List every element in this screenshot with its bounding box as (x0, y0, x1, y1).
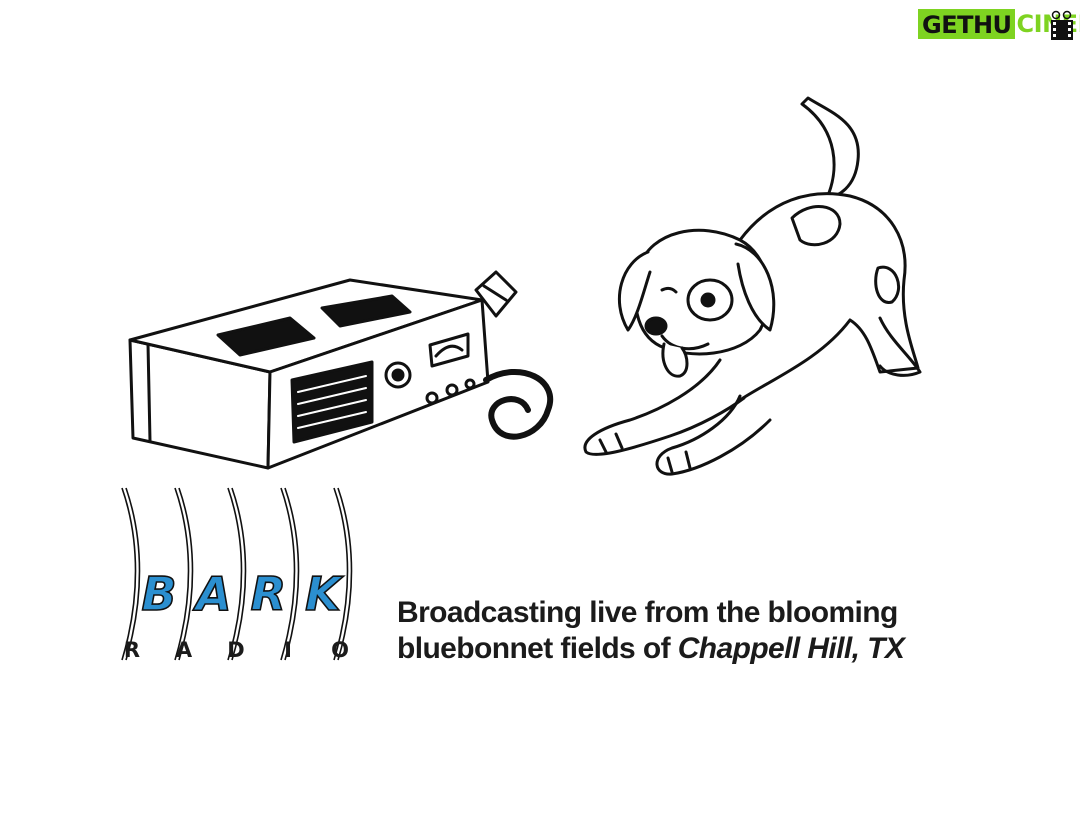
subtitle-letter: I (284, 638, 292, 662)
subtitle-letter: A (175, 638, 193, 662)
tagline-line-2: bluebonnet fields of Chappell Hill, TX (397, 631, 1037, 667)
gethu-cinema-watermark: GETHU CINEMA (918, 6, 1080, 42)
logo-letter-k: K (304, 567, 341, 621)
subtitle-letter: R (123, 638, 141, 662)
tagline-line-1: Broadcasting live from the blooming (397, 596, 898, 629)
vintage-radio-icon (128, 270, 554, 470)
logo-letter-r: R (250, 567, 287, 621)
playful-dog-icon (583, 96, 922, 476)
radio-waves-icon (121, 487, 353, 661)
speaker-grille (290, 360, 374, 444)
tagline-location: Chappell Hill, TX (677, 632, 905, 665)
logo-letter-a: A (195, 567, 232, 621)
logo-subtitle: R A D I O (118, 638, 354, 662)
tagline: Broadcasting live from the blooming blue… (397, 595, 1037, 667)
logo-letter-b: B (141, 567, 178, 621)
subtitle-letter: D (227, 638, 245, 662)
film-reel-icon (1051, 10, 1073, 40)
watermark-left-text: GETHU (918, 9, 1015, 39)
subtitle-letter: O (331, 638, 349, 662)
bark-logo: B A R K (136, 567, 346, 621)
tagline-line-2-text: bluebonnet fields of (397, 632, 678, 665)
